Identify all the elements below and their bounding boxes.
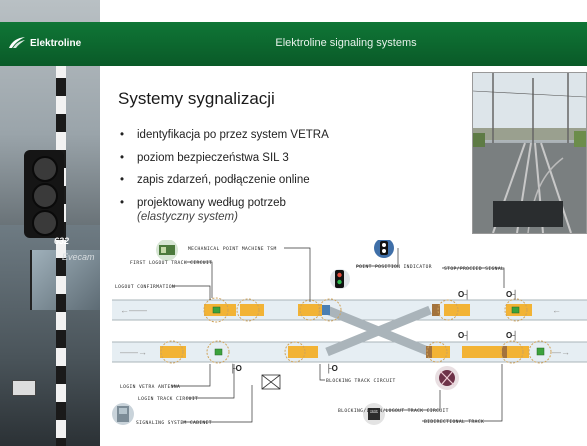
label-first-logout: FIRST LOGOUT TRACK CIRCUIT [130,260,212,266]
slide-title: Systemy sygnalizacji [118,89,275,108]
point-machine-icon [156,240,178,261]
cabinet-icon [261,374,281,390]
cabinet-icon [112,403,134,425]
header-bar: Elektroline Elektroline signaling system… [0,22,587,66]
signal-pole [56,60,66,446]
bus-destination: Evecam [62,252,95,262]
traffic-signal-icon [24,150,64,238]
label-bidirectional-track: BIDIRECTIONAL TRACK [424,419,484,425]
svg-text:←——: ←—— [120,305,147,315]
bullet-item: projektowany według potrzeb(elastyczny s… [120,196,480,224]
svg-text:├O: ├O [326,363,338,374]
svg-text:O┤: O┤ [458,330,470,341]
bullet-subtext: (elastyczny system) [137,210,238,223]
bullet-item: poziom bezpieczeństwa SIL 3 [120,151,480,165]
svg-text:O┤: O┤ [506,289,518,300]
track-diagram: ←—— ← ——→ —→ [112,240,587,426]
label-signaling-system-cabinet: SIGNALING SYSTEM CABINET [136,420,212,426]
svg-text:←: ← [552,305,561,315]
svg-text:——→: ——→ [120,347,147,357]
bullet-item: identyfikacja po przez system VETRA [120,128,480,142]
svg-text:—→: —→ [552,347,570,357]
label-login-track-circuit: LOGIN TRACK CIRCUIT [138,396,198,402]
bus-plate [12,380,36,396]
svg-text:├O: ├O [230,363,242,374]
crossover [325,305,432,357]
traffic-signal-icon [330,269,350,289]
left-signal-photo: 632 Evecam [0,0,100,446]
bullet-list: identyfikacja po przez system VETRA pozi… [120,128,480,232]
label-blocking-login-logout: BLOCKING/LOGIN/LOGOUT TRACK CIRCUIT [338,408,449,414]
label-mechanical-point-machine: MECHANICAL POINT MACHINE TSM [188,246,277,252]
label-blocking-track-circuit: BLOCKING TRACK CIRCUIT [326,378,396,384]
label-login-vetra-antenna: LOGIN VETRA ANTENNA [120,384,180,390]
bullet-item: zapis zdarzeń, podłączenie online [120,173,480,187]
tram-track-photo [472,72,587,234]
bullet-text: projektowany według potrzeb [137,196,286,209]
point-machine-icon [363,403,385,425]
brand-name: Elektroline [30,37,82,49]
svg-text:O┤: O┤ [458,289,470,300]
brand-logo: Elektroline [8,36,81,50]
label-logout-confirmation: LOGOUT CONFIRMATION [115,284,175,290]
svg-text:O┤: O┤ [506,330,518,341]
elektroline-logo-icon [9,37,25,48]
track-switch-icon [435,366,459,390]
label-point-position-indicator: POINT POSITION INDICATOR [356,264,432,270]
header-title: Elektroline signaling systems [275,37,417,49]
traffic-signal-icon [374,240,394,258]
label-stop-proceed-signal: STOP/PROCEED SIGNAL [444,266,504,272]
bus-number: 632 [54,236,70,246]
